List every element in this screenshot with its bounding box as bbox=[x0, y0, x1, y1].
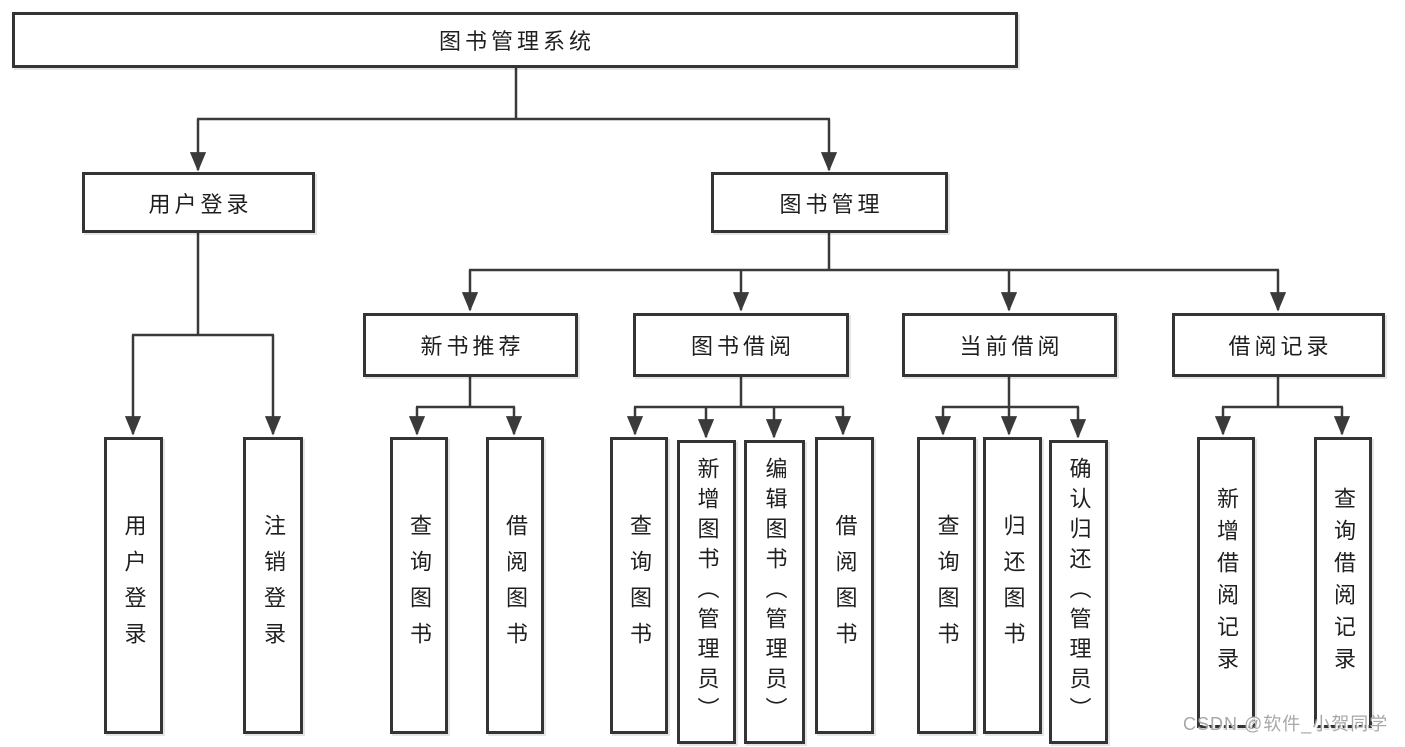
leaf-query-borrow-record: 查询借阅记录 bbox=[1314, 437, 1372, 728]
leaf-add-book-admin-label: 新增图书（管理员） bbox=[694, 457, 720, 727]
leaf-query-borrow-record-label: 查询借阅记录 bbox=[1331, 486, 1356, 679]
node-borrow-records: 借阅记录 bbox=[1172, 313, 1385, 377]
connector-root-to-level2 bbox=[189, 68, 838, 172]
node-current-borrow-label: 当前借阅 bbox=[959, 334, 1064, 359]
node-book-borrow-label: 图书借阅 bbox=[690, 334, 795, 359]
leaf-return-books: 归还图书 bbox=[983, 437, 1042, 734]
node-user-login: 用户登录 bbox=[82, 172, 315, 233]
leaf-query-books-newbook-label: 查询图书 bbox=[407, 513, 432, 658]
leaf-borrow-books-borrow-label: 借阅图书 bbox=[832, 513, 858, 658]
leaf-confirm-return-admin-label: 确认归还（管理员） bbox=[1066, 457, 1092, 727]
connector-new-book-children bbox=[408, 377, 523, 436]
leaf-edit-book-admin: 编辑图书（管理员） bbox=[744, 440, 805, 744]
leaf-add-borrow-record-label: 新增借阅记录 bbox=[1214, 486, 1239, 679]
leaf-logout: 注销登录 bbox=[243, 437, 303, 734]
node-current-borrow: 当前借阅 bbox=[902, 313, 1117, 377]
leaf-edit-book-admin-label: 编辑图书（管理员） bbox=[762, 457, 788, 727]
leaf-logout-label: 注销登录 bbox=[261, 513, 286, 658]
node-new-book-recommend: 新书推荐 bbox=[363, 313, 578, 377]
leaf-return-books-label: 归还图书 bbox=[1000, 513, 1026, 658]
leaf-query-books-borrow-label: 查询图书 bbox=[627, 513, 652, 658]
leaf-borrow-books-newbook-label: 借阅图书 bbox=[503, 513, 528, 658]
leaf-confirm-return-admin: 确认归还（管理员） bbox=[1049, 440, 1108, 744]
leaf-add-book-admin: 新增图书（管理员） bbox=[677, 440, 736, 744]
leaf-query-books-borrow: 查询图书 bbox=[610, 437, 668, 734]
leaf-query-books-current-label: 查询图书 bbox=[934, 513, 960, 658]
connector-book-borrow-children bbox=[626, 377, 852, 439]
connector-borrow-records-children bbox=[1214, 377, 1351, 436]
leaf-query-books-current: 查询图书 bbox=[917, 437, 976, 734]
connector-current-borrow-children bbox=[934, 377, 1087, 439]
leaf-query-books-newbook: 查询图书 bbox=[390, 437, 448, 734]
node-book-borrow: 图书借阅 bbox=[633, 313, 849, 377]
connector-book-management-children bbox=[461, 233, 1287, 312]
csdn-watermark: CSDN @软件_小贺同学 bbox=[1183, 714, 1389, 734]
node-root-label: 图书管理系统 bbox=[438, 29, 595, 54]
leaf-user-login: 用户登录 bbox=[104, 437, 163, 734]
leaf-user-login-label: 用户登录 bbox=[121, 513, 147, 658]
connector-user-login-children bbox=[124, 233, 282, 436]
node-root-system: 图书管理系统 bbox=[12, 12, 1018, 68]
leaf-add-borrow-record: 新增借阅记录 bbox=[1197, 437, 1255, 728]
leaf-borrow-books-borrow: 借阅图书 bbox=[815, 437, 874, 734]
node-user-login-label: 用户登录 bbox=[148, 191, 253, 217]
node-book-management-label: 图书管理 bbox=[779, 191, 884, 217]
leaf-borrow-books-newbook: 借阅图书 bbox=[486, 437, 544, 734]
node-new-book-recommend-label: 新书推荐 bbox=[420, 334, 525, 359]
node-book-management: 图书管理 bbox=[711, 172, 948, 233]
node-borrow-records-label: 借阅记录 bbox=[1228, 334, 1333, 359]
